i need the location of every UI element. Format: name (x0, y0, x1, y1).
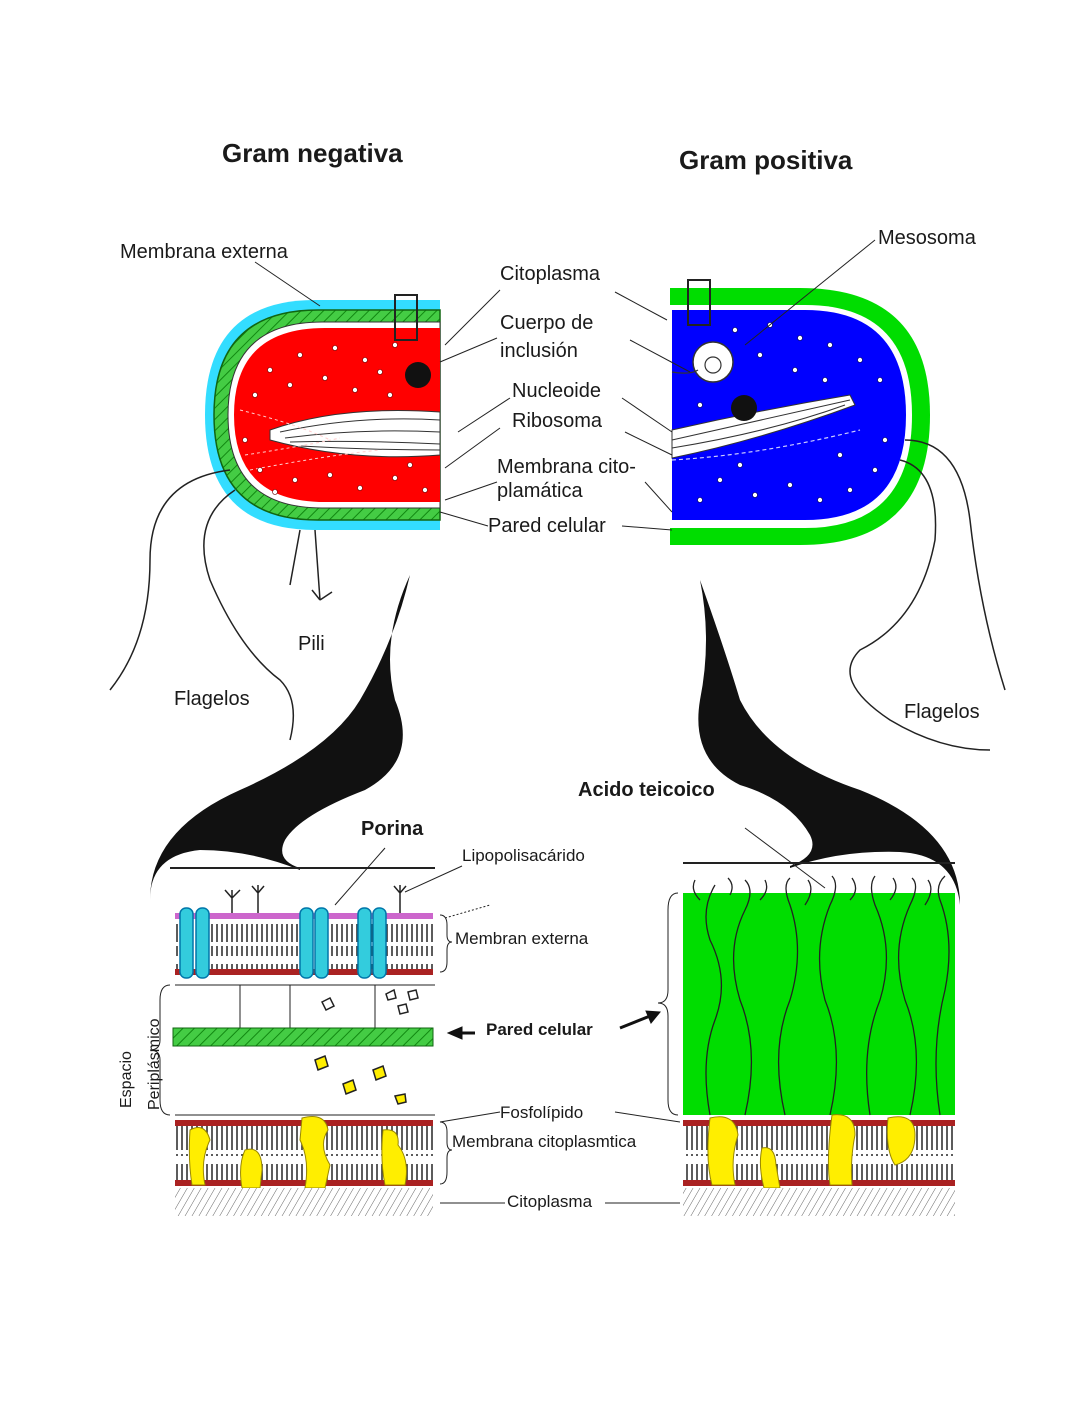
label-membrana-cito: Membrana cito- (497, 456, 636, 478)
label-acido-teicoico: Acido teicoico (578, 779, 715, 801)
label-fosfolipido: Fosfolípido (500, 1103, 584, 1122)
bracket-right (698, 580, 960, 905)
gram-positive-cell (670, 279, 1006, 751)
label-citoplasma: Citoplasma (500, 263, 601, 285)
teichoic-acids (692, 875, 950, 1116)
label-flagelos-left: Flagelos (174, 688, 250, 710)
flagella-right (849, 439, 1006, 751)
label-mesosoma: Mesosoma (878, 227, 976, 249)
inclusion-body (405, 362, 431, 388)
label-membrana-citoplasmtica: Membrana citoplasmtica (452, 1132, 637, 1151)
label-pared-celular: Pared celular (488, 515, 606, 537)
section-marker-positive (687, 279, 711, 326)
section-marker (394, 294, 418, 341)
arrows (446, 1010, 661, 1040)
leader-lines-top (254, 239, 876, 531)
cytoplasm-stipple-neg (175, 1188, 433, 1216)
peptidoglycan-layer (172, 1027, 434, 1047)
lps-chains (224, 885, 407, 913)
label-ribosoma: Ribosoma (512, 410, 603, 432)
title-gram-positive: Gram positiva (679, 145, 853, 175)
gram-negative-envelope (149, 867, 435, 1216)
label-plamatica: plamática (497, 480, 583, 502)
label-cuerpo-de: Cuerpo de (500, 312, 594, 334)
label-pili: Pili (298, 633, 325, 655)
label-inclusion: inclusión (500, 340, 578, 362)
label-membrana-externa: Membrana externa (120, 241, 288, 263)
label-membran-externa: Membran externa (455, 929, 589, 948)
label-espacio: Espacio (118, 1051, 135, 1108)
mesosome (692, 341, 734, 383)
label-flagelos-right: Flagelos (904, 701, 980, 723)
porins (179, 907, 387, 979)
pili (289, 529, 333, 601)
title-gram-negative: Gram negativa (222, 138, 403, 168)
gram-negative-cell (109, 294, 441, 741)
label-lipopolisacarido: Lipopolisacárido (462, 846, 585, 865)
label-periplasmico: Periplásmico (146, 1018, 163, 1110)
peptidoglycan-thick (683, 893, 955, 1115)
bracket-left (150, 575, 410, 900)
inclusion-body-positive (731, 395, 757, 421)
flagella-left (109, 469, 295, 741)
leader-lines-bottom (334, 827, 826, 1204)
label-citoplasma-bottom: Citoplasma (507, 1192, 593, 1211)
label-pared-celular-bottom: Pared celular (486, 1020, 593, 1039)
label-porina: Porina (361, 818, 424, 840)
gram-positive-envelope (657, 862, 955, 1216)
cytoplasm-stipple-pos (683, 1188, 955, 1216)
label-nucleoide: Nucleoide (512, 380, 601, 402)
